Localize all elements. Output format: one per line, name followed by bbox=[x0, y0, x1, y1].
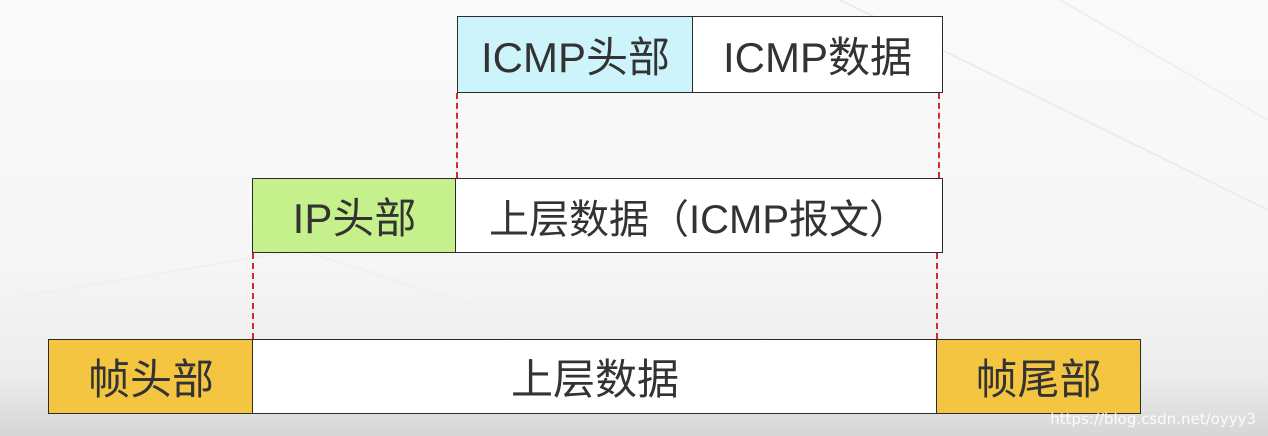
icmp-header-box: ICMP头部 bbox=[457, 16, 694, 93]
frame-data-label: 上层数据 bbox=[510, 356, 679, 403]
icmp-data-label: ICMP数据 bbox=[722, 34, 912, 81]
frame-trailer-box: 帧尾部 bbox=[936, 339, 1141, 414]
watermark-text: https://blog.csdn.net/oyyy3 bbox=[1050, 410, 1256, 428]
icmp-data-box: ICMP数据 bbox=[692, 16, 943, 93]
ip-header-box: IP头部 bbox=[252, 178, 457, 253]
ip-header-label: IP头部 bbox=[292, 195, 417, 242]
frame-header-box: 帧头部 bbox=[48, 339, 254, 414]
frame-trailer-label: 帧尾部 bbox=[975, 356, 1102, 403]
frame-data-box: 上层数据 bbox=[252, 339, 938, 414]
dashed-connector-ip-right bbox=[936, 253, 938, 339]
dashed-connector-ip-left bbox=[252, 253, 254, 339]
ip-data-label: 上层数据（ICMP报文） bbox=[489, 197, 909, 242]
frame-header-label: 帧头部 bbox=[87, 356, 214, 403]
dashed-connector-icmp-right bbox=[938, 93, 940, 178]
icmp-header-label: ICMP头部 bbox=[480, 34, 670, 81]
dashed-connector-icmp-left bbox=[456, 93, 458, 178]
ip-data-box: 上层数据（ICMP报文） bbox=[455, 178, 943, 253]
